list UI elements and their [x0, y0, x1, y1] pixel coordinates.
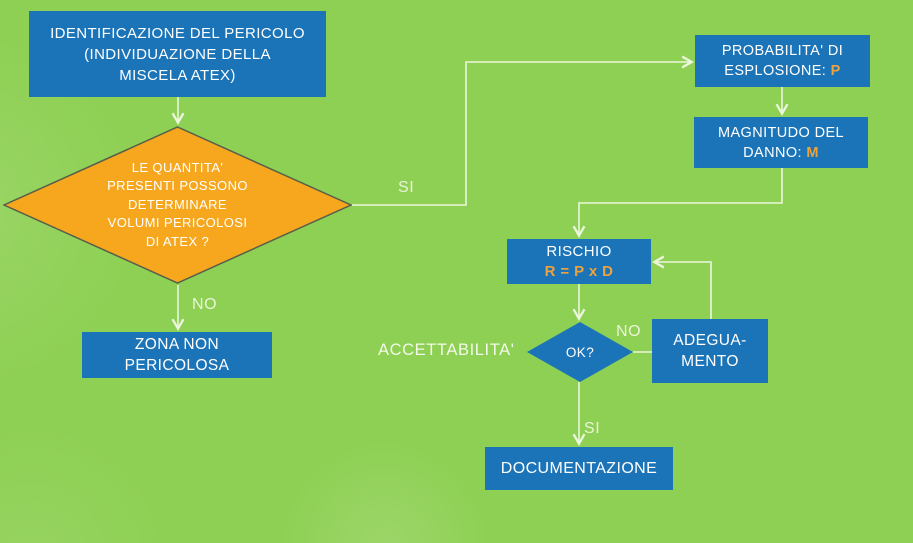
variable-m: M — [806, 144, 819, 161]
node-text-line: PRESENTI POSSONO — [107, 178, 248, 194]
node-text-line: MENTO — [681, 353, 739, 370]
edge-label-si: SI — [584, 420, 601, 437]
node-text-line: RISCHIO — [546, 242, 612, 260]
node-text-line: DOCUMENTAZIONE — [500, 459, 658, 477]
node-text-line: DETERMINARE — [127, 196, 228, 212]
node-text-line: IDENTIFICAZIONE DEL PERICOLO — [50, 24, 305, 42]
node-text-line: MISCELA ATEX) — [119, 66, 236, 84]
edge-label-si: SI — [398, 179, 415, 196]
node-text-line: PERICOLOSA — [124, 357, 230, 374]
decision-quantita-atex: LE QUANTITA' PRESENTI POSSONO DETERMINAR… — [3, 126, 352, 284]
node-text-line: MAGNITUDO DEL — [717, 124, 845, 141]
diamond-shape — [527, 322, 633, 382]
node-probabilita-esplosione: PROBABILITA' DI ESPLOSIONE: P — [695, 35, 870, 87]
node-text-line: LE QUANTITA' — [131, 159, 224, 175]
node-text-line: ZONA NON — [134, 336, 220, 353]
annotation-accettabilita: ACCETTABILITA' — [378, 341, 515, 359]
node-text-line: (INDIVIDUAZIONE DELLA — [84, 45, 271, 63]
node-identificazione-pericolo: IDENTIFICAZIONE DEL PERICOLO (INDIVIDUAZ… — [29, 11, 326, 97]
node-magnitudo-danno: MAGNITUDO DEL DANNO: M — [694, 117, 868, 168]
node-text-line: DI ATEX ? — [145, 233, 210, 249]
decision-text: LE QUANTITA' PRESENTI POSSONO DETERMINAR… — [3, 126, 352, 284]
node-text-line: OK? — [565, 344, 595, 360]
node-text-line: DANNO: M — [743, 144, 819, 161]
node-text-line: ADEGUA- — [673, 332, 747, 349]
node-text-line: PROBABILITA' DI — [721, 43, 844, 59]
variable-p: P — [830, 63, 841, 79]
node-text-line: ESPLOSIONE: P — [724, 63, 841, 79]
node-text-line: VOLUMI PERICOLOSI — [107, 215, 248, 231]
decision-text: OK? — [527, 322, 633, 382]
edge-label-no: NO — [192, 296, 218, 313]
node-rischio: RISCHIO R = P x D — [507, 239, 651, 284]
edge-label-no: NO — [616, 323, 642, 340]
decision-ok: OK? — [527, 322, 633, 382]
connector-adeguamento-to-rischio — [651, 255, 712, 319]
node-adeguamento: ADEGUA- MENTO — [652, 319, 768, 383]
connector-magnitudo-to-rischio — [572, 168, 783, 239]
node-documentazione: DOCUMENTAZIONE — [485, 447, 673, 490]
risk-formula: R = P x D — [544, 262, 614, 280]
diamond-shape — [3, 126, 352, 284]
node-zona-non-pericolosa: ZONA NON PERICOLOSA — [82, 332, 272, 378]
